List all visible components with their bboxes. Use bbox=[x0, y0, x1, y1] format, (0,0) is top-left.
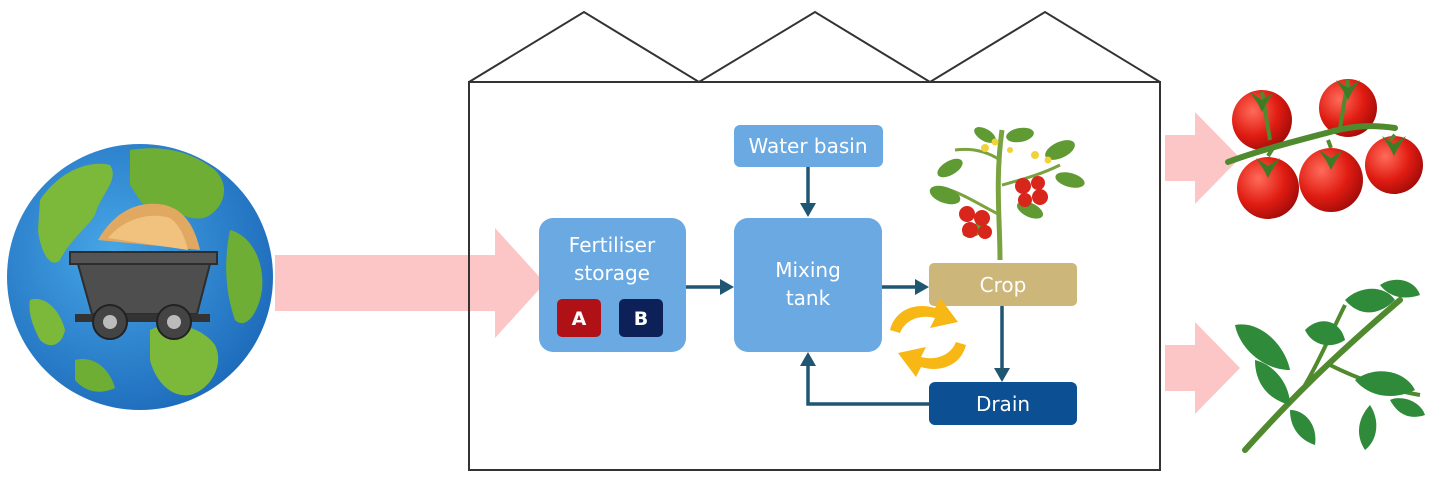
fertiliser-label-line2: storage bbox=[574, 261, 650, 285]
drain-node: Drain bbox=[929, 382, 1077, 425]
mixing-tank-node: Mixing tank bbox=[734, 218, 882, 352]
mixing-label-line2: tank bbox=[786, 286, 831, 310]
flow-connectors bbox=[685, 167, 1010, 406]
tank-b-label: B bbox=[634, 308, 648, 330]
water-basin-label: Water basin bbox=[748, 134, 867, 158]
greenhouse-outline bbox=[468, 10, 1161, 471]
recycle-arrows-icon bbox=[890, 298, 966, 377]
tomato-plant-icon bbox=[929, 127, 1085, 261]
crop-node: Crop bbox=[929, 263, 1077, 306]
tomatoes-icon bbox=[1225, 79, 1423, 219]
mixing-label-line1: Mixing bbox=[775, 258, 841, 282]
fertiliser-label-line1: Fertiliser bbox=[569, 233, 656, 257]
tomato-leaves-icon bbox=[1235, 279, 1425, 453]
fertiliser-storage-node: Fertiliser storage A B bbox=[539, 218, 686, 352]
drain-label: Drain bbox=[976, 392, 1030, 416]
output-arrow-leaves bbox=[1165, 322, 1240, 414]
tank-b-box bbox=[619, 299, 663, 337]
tank-a-box bbox=[557, 299, 601, 337]
mine-cart-icon bbox=[69, 203, 218, 340]
water-basin-node: Water basin bbox=[734, 125, 883, 167]
input-flow-arrow bbox=[275, 228, 545, 338]
output-arrow-fruit bbox=[1165, 112, 1240, 204]
crop-label: Crop bbox=[980, 273, 1027, 297]
tank-a-label: A bbox=[572, 308, 587, 330]
